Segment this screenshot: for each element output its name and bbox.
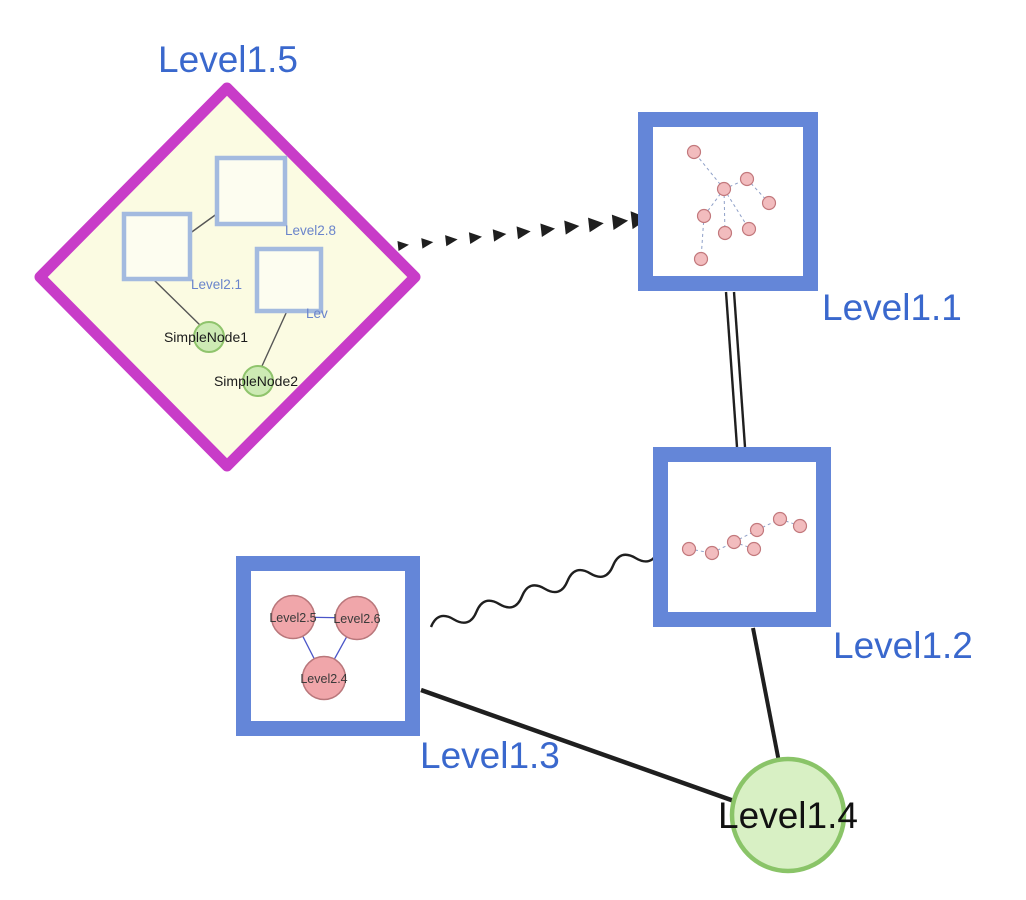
mini-graph-level11 [686, 144, 777, 267]
mini-node-label: Level2.4 [300, 672, 347, 686]
label-level11: Level1.1 [822, 287, 962, 328]
mini-node[interactable] [693, 251, 709, 267]
mini-graph-level13: Level2.5 Level2.6 Level2.4 [269, 594, 381, 701]
inner-square-lev[interactable] [254, 246, 324, 314]
arrowhead-icon [492, 229, 507, 242]
node-level25[interactable] [270, 594, 316, 640]
square-level11[interactable] [638, 112, 818, 291]
simple-node-2[interactable] [242, 365, 274, 397]
inner-square-label: Level2.1 [191, 277, 242, 292]
arrowhead-icon [421, 238, 434, 249]
label-level13: Level1.3 [420, 735, 560, 776]
arrowhead-icon [588, 217, 604, 233]
edge-line [732, 291, 747, 448]
mini-node[interactable] [704, 545, 720, 561]
inner-square-label: Level2.8 [285, 223, 336, 238]
arrowhead-icon [397, 241, 409, 251]
inner-square-level28[interactable] [214, 155, 288, 227]
wavy-path [429, 549, 660, 628]
square-level12[interactable] [653, 447, 831, 627]
group-node-level15[interactable]: Level2.8 Level2.1 Lev SimpleNode1 Simple… [34, 82, 421, 472]
inner-edge[interactable] [261, 310, 288, 367]
mini-node[interactable] [739, 171, 755, 187]
edge-double-level11-level12[interactable] [724, 291, 747, 448]
circle-level14[interactable] [729, 756, 847, 874]
label-level15: Level1.5 [158, 39, 298, 80]
arrowhead-icon [611, 214, 629, 230]
mini-node[interactable] [749, 522, 765, 538]
simple-node-label: SimpleNode2 [214, 373, 298, 389]
simple-node-1[interactable] [193, 321, 225, 353]
group-node-level13[interactable]: Level2.5 Level2.6 Level2.4 [236, 556, 420, 736]
mini-node[interactable] [686, 144, 702, 160]
edge-dashed-arrow-level15-level11[interactable] [397, 209, 649, 255]
arrowhead-icon [468, 232, 482, 244]
label-level14: Level1.4 [718, 795, 858, 836]
mini-node[interactable] [717, 225, 733, 241]
inner-edge[interactable] [152, 278, 204, 329]
inner-square-label: Lev [306, 306, 328, 321]
arrowhead-icon [540, 223, 556, 237]
arrowhead-icon [564, 220, 580, 235]
group-node-level11[interactable] [638, 112, 818, 291]
edge-level13-level14[interactable] [420, 687, 735, 804]
diamond-shape[interactable] [34, 82, 421, 472]
mini-node[interactable] [726, 534, 742, 550]
mini-node[interactable] [716, 181, 732, 197]
edge-level12-level14[interactable] [751, 627, 781, 763]
mini-node[interactable] [746, 541, 762, 557]
mini-node-label: Level2.5 [269, 611, 316, 625]
simple-node-label: SimpleNode1 [164, 329, 248, 345]
mini-node[interactable] [792, 518, 808, 534]
mini-node[interactable] [681, 541, 697, 557]
node-level26[interactable] [334, 595, 380, 641]
edge-line [724, 291, 739, 448]
inner-edge[interactable] [188, 212, 219, 235]
mini-node[interactable] [741, 221, 757, 237]
node-level24[interactable] [301, 655, 347, 701]
arrowhead-icon [516, 226, 531, 240]
group-node-level12[interactable] [653, 447, 831, 627]
mini-graph-level12 [681, 511, 808, 561]
label-level12: Level1.2 [833, 625, 973, 666]
square-level13[interactable] [236, 556, 420, 736]
group-node-level14[interactable]: Level1.4 [718, 756, 858, 874]
mini-node[interactable] [761, 195, 777, 211]
mini-node[interactable] [696, 208, 712, 224]
arrowhead-icon [445, 235, 458, 247]
inner-square-level21[interactable] [121, 211, 193, 282]
mini-node[interactable] [772, 511, 788, 527]
mini-node-label: Level2.6 [333, 612, 380, 626]
edge-wavy-level13-level12[interactable] [429, 544, 661, 634]
